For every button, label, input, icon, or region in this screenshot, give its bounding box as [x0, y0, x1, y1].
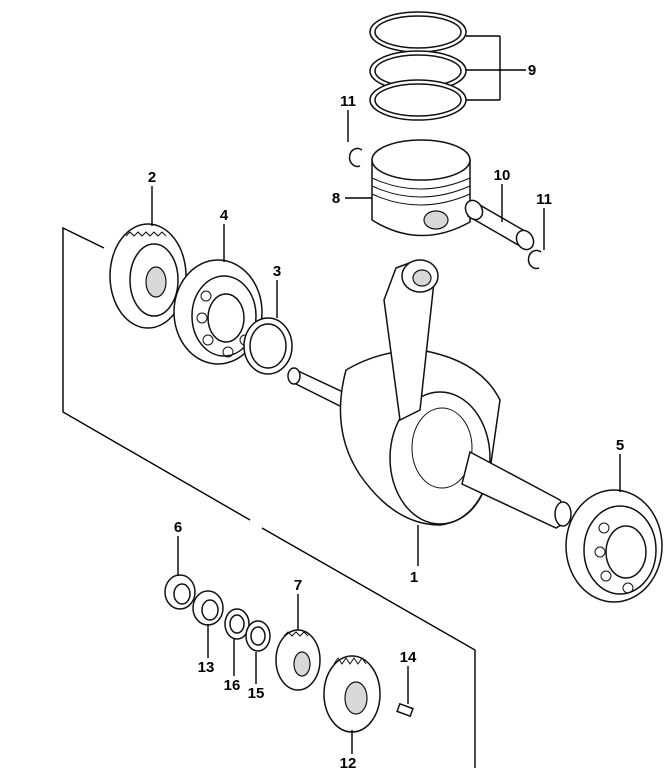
- piston: [371, 139, 471, 237]
- crankshaft-assembly: [287, 259, 572, 529]
- callout-8: 8: [332, 190, 340, 207]
- small-gear: [275, 629, 321, 691]
- callout-4: 4: [220, 207, 229, 224]
- callout-14: 14: [400, 649, 417, 666]
- callout-5: 5: [616, 437, 624, 454]
- callout-3: 3: [273, 263, 281, 280]
- bearing-left: [173, 259, 263, 365]
- circlip-right: [527, 249, 542, 270]
- callout-15: 15: [248, 685, 265, 702]
- shim: [243, 317, 293, 375]
- piston-rings: [369, 11, 467, 121]
- bushing: [164, 574, 196, 610]
- callout-9: 9: [528, 62, 536, 79]
- callout-6: 6: [174, 519, 182, 536]
- drive-gear: [323, 655, 381, 733]
- callout-1: 1: [410, 569, 418, 586]
- nut: [192, 590, 224, 626]
- washer-outer: [245, 620, 271, 652]
- callout-7: 7: [294, 577, 302, 594]
- primary-gear: [109, 223, 187, 329]
- washer-inner: [224, 608, 250, 640]
- circlip-left: [348, 147, 363, 168]
- leader-lines: [151, 35, 621, 754]
- callout-11-right: 11: [536, 191, 552, 208]
- callout-10: 10: [494, 167, 511, 184]
- dowel-pin: [396, 702, 414, 718]
- callout-labels: 1 2 3 4 5 6 7 8 9 10 11 11 12 13 14 15 1…: [148, 62, 624, 772]
- piston-pin: [464, 199, 535, 251]
- bearing-right: [565, 489, 663, 603]
- callout-16: 16: [224, 677, 241, 694]
- callout-11-left: 11: [340, 93, 356, 110]
- callout-13: 13: [198, 659, 215, 676]
- assembly-boundary: [62, 226, 476, 768]
- callout-2: 2: [148, 169, 156, 186]
- callout-12: 12: [340, 755, 357, 772]
